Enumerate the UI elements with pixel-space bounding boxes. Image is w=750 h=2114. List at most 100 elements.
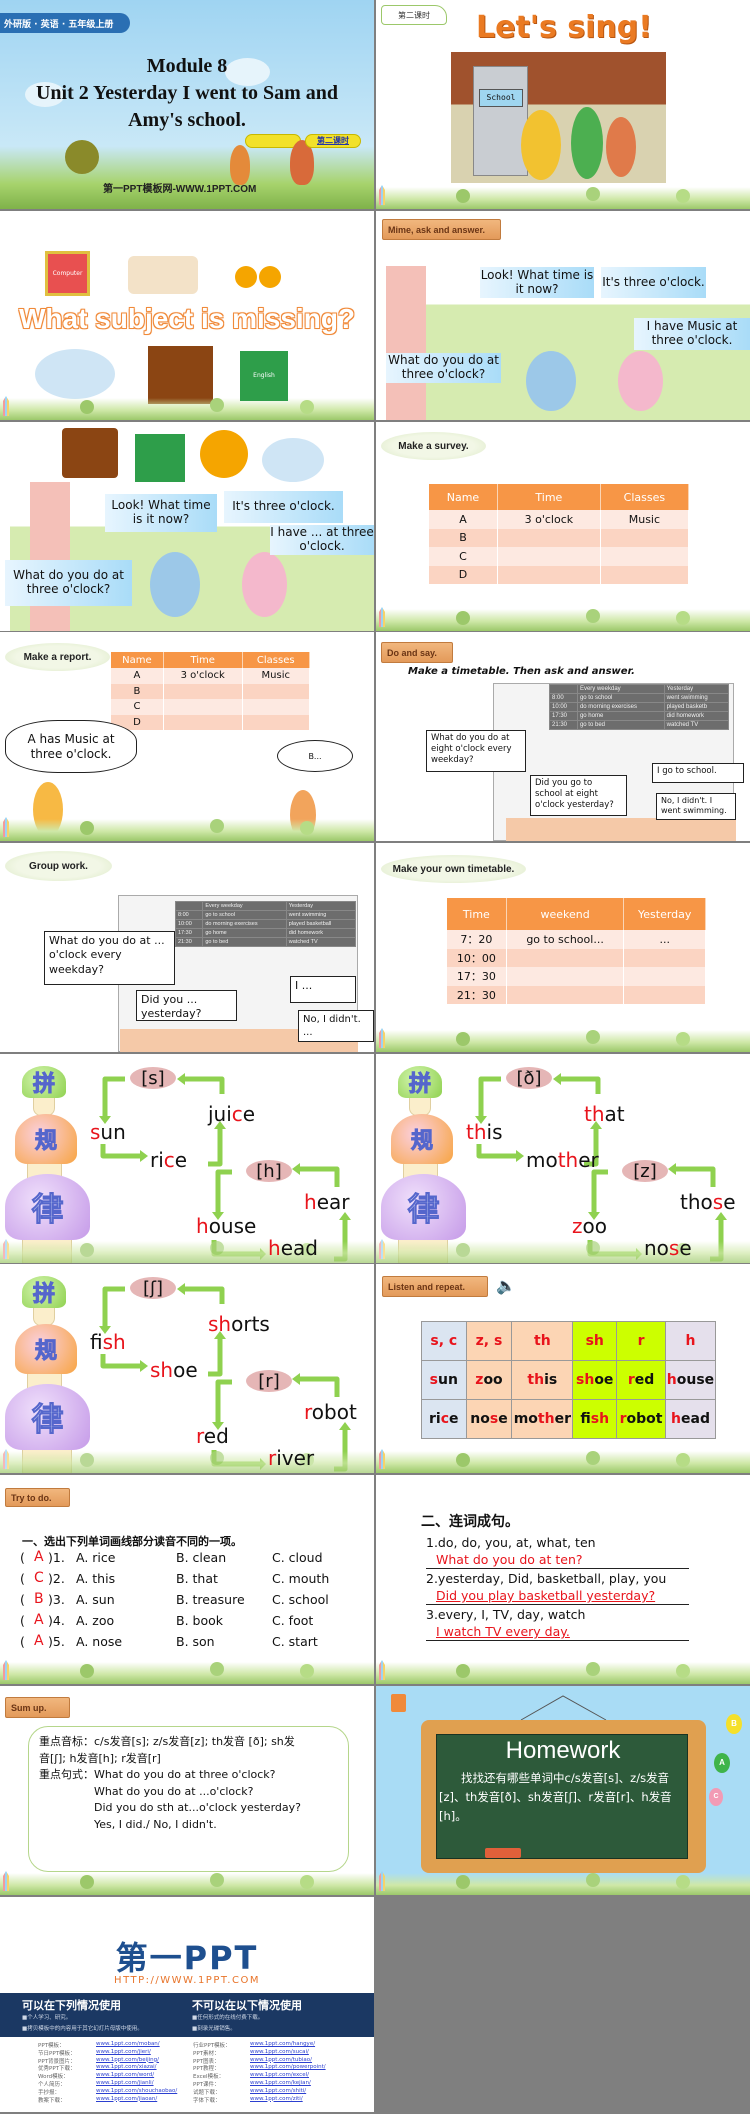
- phonetic-symbol-2: [z]: [622, 1160, 668, 1182]
- site-url[interactable]: HTTP://WWW.1PPT.COM: [114, 1975, 260, 1986]
- header-yesterday: Yesterday: [623, 898, 706, 930]
- link-label: Excel模板：: [193, 2074, 225, 2081]
- ground-decoration: [376, 187, 750, 209]
- cell: [600, 528, 690, 547]
- slide-do-and-say[interactable]: Do and say. Make a timetable. Then ask a…: [376, 632, 750, 841]
- section-label: Sum up.: [5, 1697, 70, 1718]
- exercise-title: 一、选出下列单词画线部分读音不同的一项。: [22, 1535, 242, 1548]
- mushroom-icon: 规: [15, 1324, 77, 1374]
- slide-phonics-sh-r[interactable]: 拼 规 律 [ʃ] [r] shorts fish shoe robot red…: [0, 1264, 374, 1473]
- table-row: 17：30: [447, 967, 706, 986]
- link-label: 手抄报：: [38, 2089, 61, 2096]
- table-row: C: [111, 699, 311, 715]
- slide-phonics-th-z[interactable]: 拼 规 律 [ð] [z] that this mother those zoo…: [376, 1054, 750, 1263]
- link[interactable]: www.1ppt.com/excel/: [250, 2072, 309, 2079]
- table-row: 21：30: [447, 985, 706, 1004]
- arrow: [561, 1076, 601, 1094]
- arrow: [478, 1076, 501, 1116]
- can-use-title: 可以在下列情况使用: [22, 1999, 121, 2012]
- cell: 7：20: [447, 930, 507, 949]
- question-row: (: [20, 1550, 25, 1565]
- table-row: D: [429, 565, 690, 584]
- link[interactable]: www.1ppt.com/ziti/: [250, 2095, 303, 2102]
- math-plus-icon: [235, 266, 257, 288]
- link[interactable]: www.1ppt.com/moban/: [96, 2041, 160, 2047]
- question-words: 1.do, do, you, at, what, ten: [426, 1535, 596, 1550]
- link[interactable]: www.1ppt.com/powerpoint/: [250, 2064, 326, 2071]
- answer-line: [426, 1640, 689, 1641]
- speech-bubble-question: What do you do at three o'clock?: [386, 353, 501, 383]
- link[interactable]: www.1ppt.com/xiazai/: [96, 2064, 157, 2071]
- question-number: )5.: [48, 1634, 65, 1649]
- table-row: 10：00: [447, 948, 706, 967]
- link[interactable]: www.1ppt.com/beijing/: [96, 2056, 160, 2063]
- link[interactable]: www.1ppt.com/word/: [96, 2072, 155, 2079]
- homework-text: 找找还有哪些单词中c/s发音[s]、z/s发音[z]、th发音[ð]、sh发音[…: [439, 1771, 672, 1823]
- slide-homework[interactable]: Homework 找找还有哪些单词中c/s发音[s]、z/s发音[z]、th发音…: [376, 1686, 750, 1895]
- cell: [506, 967, 625, 986]
- tree-icon: [65, 140, 99, 174]
- word-cell: fish: [572, 1399, 618, 1439]
- slide-title[interactable]: 外研版 · 英语 · 五年级上册 Module 8 Unit 2 Yesterd…: [0, 0, 374, 209]
- cell: watched TV: [285, 937, 357, 947]
- slide-missing-subject[interactable]: Computer What subject is missing? Englis…: [0, 211, 374, 420]
- cell: Music: [600, 510, 690, 529]
- example-word: shoe: [150, 1358, 198, 1382]
- girl-character: [571, 107, 603, 179]
- header-sh: sh: [572, 1321, 618, 1361]
- ground-decoration: [0, 819, 374, 841]
- link-label: 优秀PPT下载：: [38, 2066, 76, 2073]
- thought-bubble: A has Music at three o'clock.: [5, 720, 137, 773]
- slide-sentence-ordering[interactable]: 二、连词成句。 1.do, do, you, at, what, ten Wha…: [376, 1475, 750, 1684]
- example-word: those: [680, 1190, 736, 1214]
- cell: [497, 547, 601, 566]
- cell: C: [111, 699, 164, 715]
- slide-1ppt-info[interactable]: 第一PPT HTTP://WWW.1PPT.COM 可以在下列情况使用 ■个人学…: [0, 1897, 374, 2112]
- answer-letter: A: [34, 1612, 44, 1628]
- phonetic-symbol-2: [r]: [246, 1370, 292, 1392]
- link[interactable]: www.1ppt.com/hangye/: [250, 2041, 316, 2047]
- slide-phonics-s-h[interactable]: 拼 规 律 [s] [h] juice sun rice hear house …: [0, 1054, 374, 1263]
- cannot-use-item: ■刻录光碟销售。: [192, 2026, 236, 2032]
- slide-sum-up[interactable]: Sum up. 重点音标：c/s发音[s]; z/s发音[z]; th发音 [ð…: [0, 1686, 374, 1895]
- link[interactable]: www.1ppt.com/kejian/: [250, 2080, 311, 2086]
- link[interactable]: www.1ppt.com/jieri/: [96, 2048, 151, 2055]
- blackboard: Homework 找找还有哪些单词中c/s发音[s]、z/s发音[z]、th发音…: [436, 1734, 688, 1859]
- lesson-tag: 第二课时: [305, 134, 361, 148]
- cell: [549, 684, 578, 694]
- cell: [497, 528, 601, 547]
- arrow: [591, 1169, 608, 1212]
- slide-mime-practice[interactable]: Look! What time is it now? It's three o'…: [0, 422, 374, 631]
- cannot-use-item: ■任何形式的在线付费下载。: [192, 2015, 264, 2021]
- cell: 17:30: [549, 711, 578, 721]
- ground-decoration: [376, 1241, 750, 1263]
- question-words: 2.yesterday, Did, basketball, play, you: [426, 1571, 667, 1586]
- phonetic-symbol-1: [ð]: [506, 1067, 552, 1089]
- cell: C: [429, 547, 498, 566]
- link[interactable]: www.1ppt.com/jiaoan/: [96, 2095, 158, 2102]
- link[interactable]: www.1ppt.com/shiti/: [250, 2087, 307, 2094]
- option-a: A. sun: [76, 1592, 115, 1607]
- tree-icon: [230, 145, 250, 185]
- cell: [600, 565, 690, 584]
- cloud-decoration: [25, 82, 65, 107]
- slide-try-to-do[interactable]: Try to do. 一、选出下列单词画线部分读音不同的一项。 ( A )1. …: [0, 1475, 374, 1684]
- slide-mime-ask-answer[interactable]: Mime, ask and answer. Look! What time is…: [376, 211, 750, 420]
- link[interactable]: www.1ppt.com/tubiao/: [250, 2056, 312, 2063]
- answer-sentence: I watch TV every day.: [436, 1624, 570, 1639]
- cloud-decoration: [225, 58, 270, 86]
- answer-letter: B: [34, 1591, 44, 1607]
- link[interactable]: www.1ppt.com/jianli/: [96, 2080, 154, 2086]
- link[interactable]: www.1ppt.com/shouchaobao/: [96, 2087, 178, 2094]
- link[interactable]: www.1ppt.com/sucai/: [250, 2048, 309, 2055]
- question-row: (: [20, 1592, 25, 1607]
- ground-decoration: [376, 609, 750, 631]
- slide-lets-sing[interactable]: 第二课时 Let's sing! School: [376, 0, 750, 209]
- speaker-icon[interactable]: 🔈: [496, 1276, 516, 1295]
